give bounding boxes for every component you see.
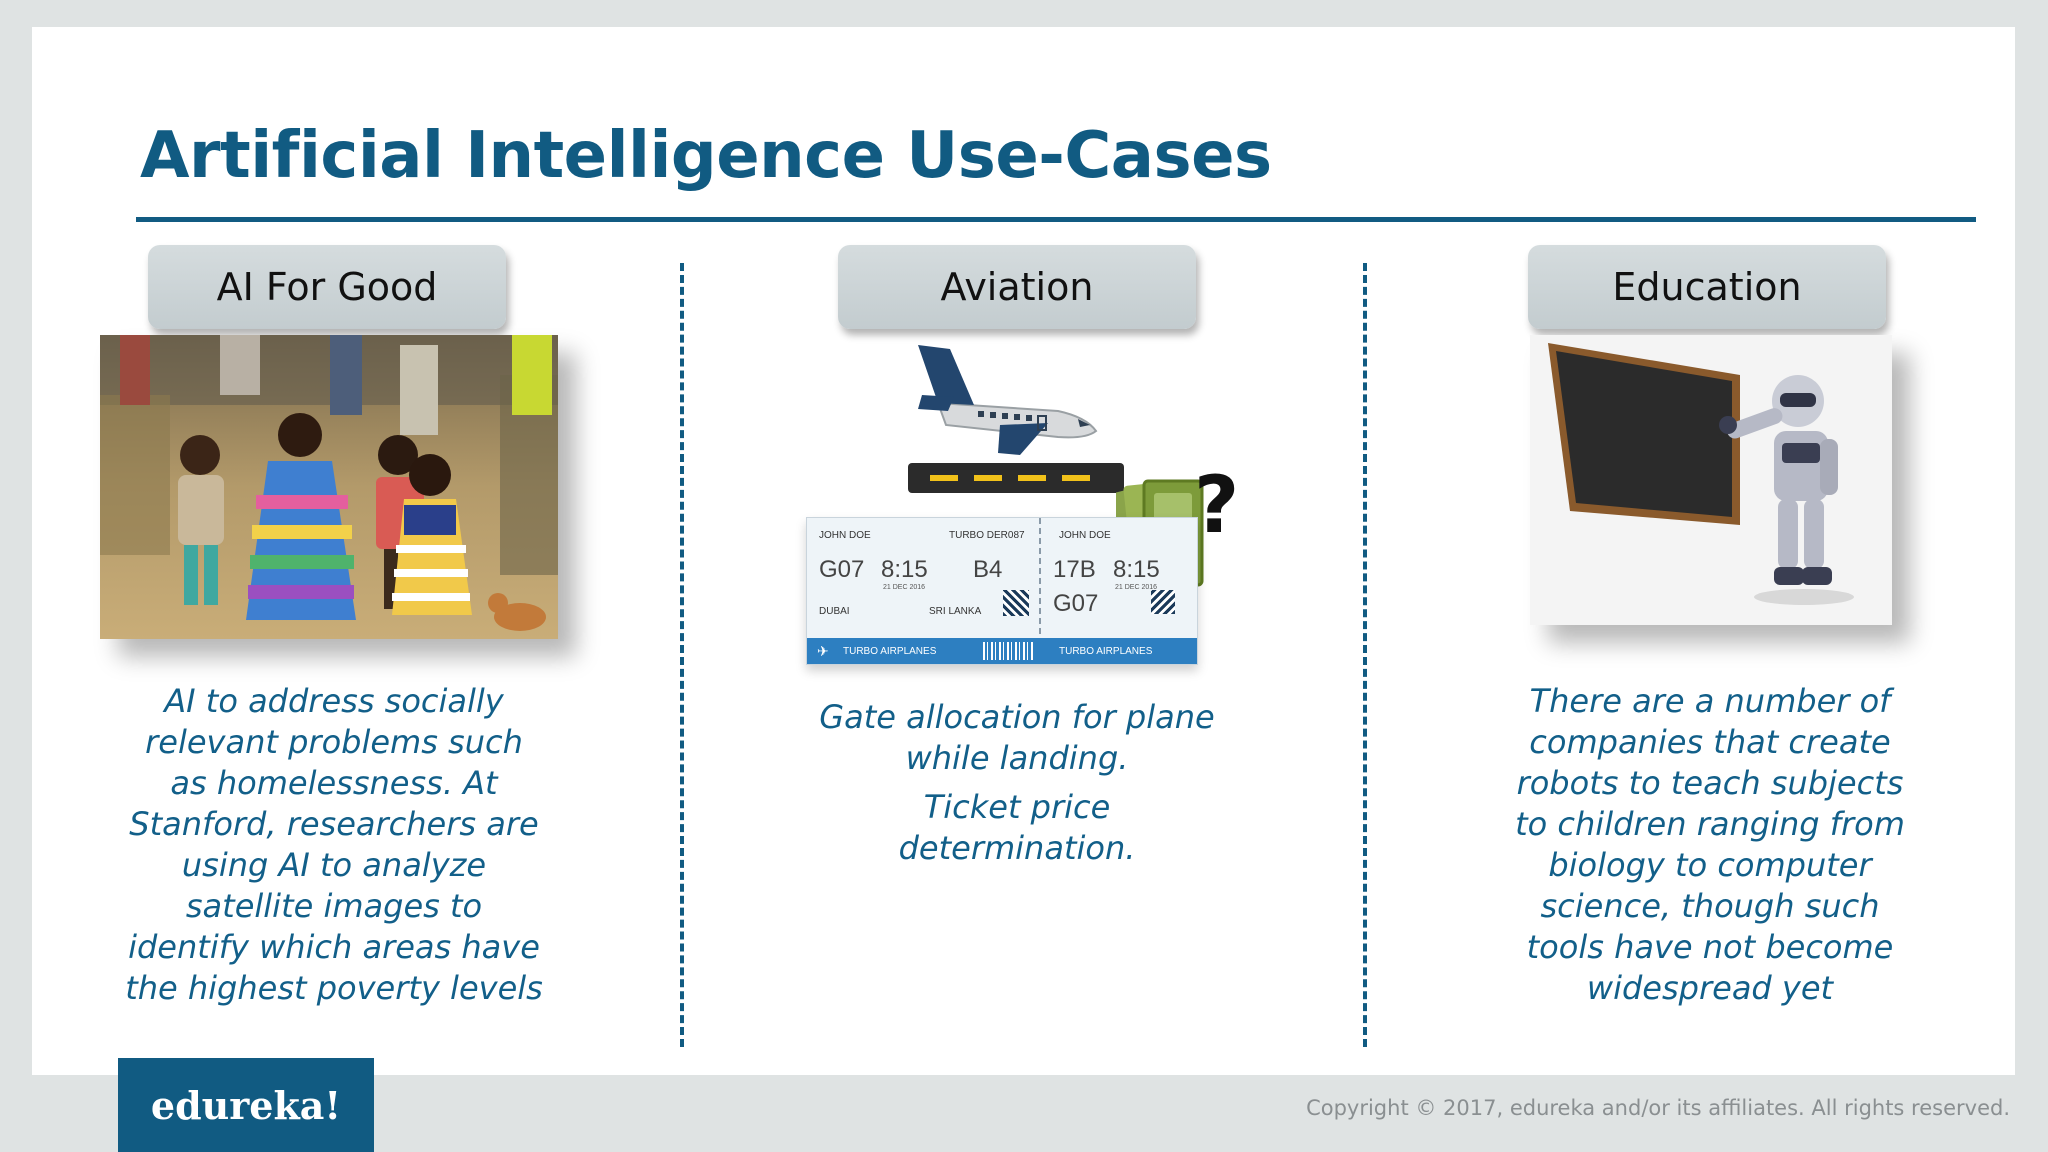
ticket-seat: B4 — [973, 556, 1003, 583]
barcode-icon — [983, 642, 1033, 660]
qr-code-icon — [1003, 590, 1029, 616]
ticket-name-left: JOHN DOE — [819, 530, 871, 541]
ticket-flight: TURBO DER087 — [949, 530, 1025, 541]
question-mark-icon: ? — [1194, 461, 1240, 551]
title-underline — [136, 217, 1976, 222]
ticket-to: SRI LANKA — [929, 606, 982, 617]
qr-code-icon — [1151, 590, 1175, 614]
robot-teacher-illustration — [1530, 335, 1892, 625]
slide: Artificial Intelligence Use-Cases AI For… — [32, 27, 2015, 1075]
ai-for-good-description: AI to address socially relevant problems… — [125, 682, 543, 1007]
ticket-stub-gate: G07 — [1053, 590, 1099, 617]
education-description: There are a number of companies that cre… — [1515, 682, 1905, 1007]
ticket-date: 21 DEC 2016 — [883, 584, 926, 591]
heading-aviation: Aviation — [838, 245, 1196, 329]
ticket-tear-line — [1039, 518, 1041, 664]
ticket-stub-seat: 17B — [1053, 556, 1096, 583]
slide-title: Artificial Intelligence Use-Cases — [140, 119, 1272, 193]
aviation-description-line-1: Gate allocation for plane while landing. — [819, 698, 1215, 777]
ticket-time: 8:15 — [881, 556, 928, 583]
robot-teacher-photo — [1530, 335, 1892, 625]
heading-education: Education — [1528, 245, 1886, 329]
boarding-pass: JOHN DOE TURBO DER087 JOHN DOE G07 8:15 … — [806, 517, 1198, 665]
ticket-gate: G07 — [819, 556, 865, 583]
aviation-description-line-2: Ticket price determination. — [898, 788, 1136, 867]
children-photo — [100, 335, 558, 639]
airplane-small-icon: ✈ — [817, 643, 829, 659]
ticket-stub-time: 8:15 — [1113, 556, 1160, 583]
ticket-stub-date: 21 DEC 2016 — [1115, 584, 1158, 591]
children-illustration — [100, 335, 558, 639]
aviation-description: Gate allocation for plane while landing.… — [802, 697, 1232, 869]
ticket-name-right: JOHN DOE — [1059, 530, 1111, 541]
copyright-text: Copyright © 2017, edureka and/or its aff… — [1306, 1096, 2010, 1120]
column-divider-2 — [1363, 263, 1367, 1047]
ticket-airline: TURBO AIRPLANES — [843, 646, 937, 657]
ticket-from: DUBAI — [819, 606, 850, 617]
airplane-icon — [908, 345, 1124, 493]
column-divider-1 — [680, 263, 684, 1047]
ticket-stub-airline: TURBO AIRPLANES — [1059, 646, 1153, 657]
edureka-logo: edureka! — [118, 1058, 374, 1152]
heading-ai-for-good: AI For Good — [148, 245, 506, 329]
